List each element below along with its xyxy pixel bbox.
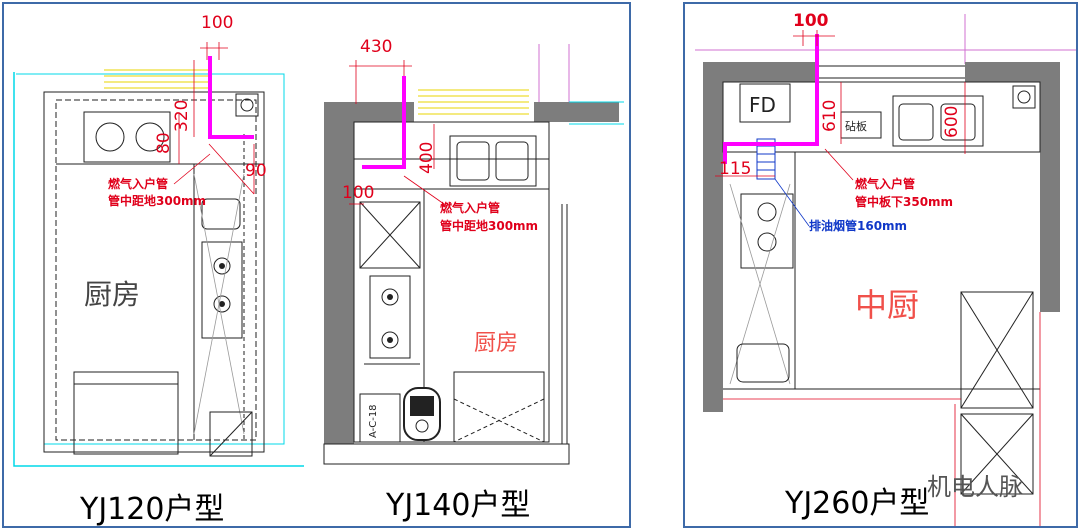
plan-b-appliance-label: A-C-18 bbox=[368, 404, 379, 438]
plan-a-note-line2: 管中距地300mm bbox=[108, 193, 206, 208]
plan-a-wall-outline bbox=[13, 72, 304, 467]
plan-c-gas-pipe bbox=[723, 34, 819, 164]
plan-a-sink-icon bbox=[83, 111, 171, 163]
plan-c-dim-115: 115 bbox=[719, 159, 751, 179]
plan-b-sink-icon bbox=[449, 135, 537, 187]
plan-a-dim-lines bbox=[178, 42, 255, 195]
plan-c-note-line1: 燃气入户管 bbox=[855, 176, 915, 191]
plan-b-room-label: 厨房 bbox=[474, 331, 518, 356]
plan-a-dim-100: 100 bbox=[201, 13, 233, 33]
plan-c-board-label: 砧板 bbox=[845, 119, 867, 133]
plan-b-wall-left bbox=[324, 102, 354, 464]
left-panel: 100 320 80 90 燃气入户管 管中距地300mm 厨房 bbox=[2, 2, 631, 528]
plan-b-note-line2: 管中距地300mm bbox=[440, 218, 538, 233]
plan-b-water-heater-icon bbox=[403, 387, 441, 441]
plan-b-dim-400: 400 bbox=[417, 142, 437, 174]
left-panel-drawing: 100 320 80 90 燃气入户管 管中距地300mm 厨房 bbox=[13, 13, 624, 467]
plan-b-drawing: A-C-18 4 bbox=[323, 37, 624, 465]
plan-c-wall-right bbox=[1040, 62, 1060, 312]
plan-c-dim-lines bbox=[715, 30, 966, 181]
plan-c-fd-label: FD bbox=[749, 93, 776, 117]
plan-b-wall-top bbox=[324, 102, 414, 122]
plan-c-fd-box bbox=[739, 83, 791, 123]
plan-c-wall-left bbox=[703, 62, 723, 412]
plan-b-gas-pipe bbox=[362, 76, 406, 169]
plan-c-caption: YJ260户型 bbox=[785, 486, 930, 521]
plan-c-basin-icon bbox=[736, 343, 790, 383]
right-panel-drawing: FD 砧板 bbox=[695, 11, 1076, 526]
plan-a-dim-80: 80 bbox=[154, 132, 174, 154]
plan-a-drawing: 100 320 80 90 燃气入户管 管中距地300mm 厨房 bbox=[13, 13, 304, 467]
plan-b-dim-lines bbox=[349, 60, 445, 205]
plan-c-fridge-icon bbox=[960, 291, 1034, 409]
plan-c-dim-600: 600 bbox=[942, 106, 962, 138]
plan-a-dim-320: 320 bbox=[172, 100, 192, 132]
plan-b-note-line1: 燃气入户管 bbox=[440, 200, 500, 215]
plan-a-stove-icon bbox=[201, 241, 243, 339]
plan-c-dim-610: 610 bbox=[820, 100, 840, 132]
plan-c-wall-top bbox=[703, 62, 815, 82]
plan-c-sink-icon bbox=[892, 95, 984, 147]
plan-a-dim-90: 90 bbox=[245, 161, 267, 181]
plan-a-window bbox=[104, 69, 209, 89]
watermark-text: 机电人脉 bbox=[927, 473, 1023, 501]
plan-c-dim-100: 100 bbox=[793, 11, 829, 31]
plan-b-dim-430: 430 bbox=[360, 37, 392, 57]
plan-b-dim-100: 100 bbox=[342, 183, 374, 203]
plan-a-room-outline bbox=[43, 91, 265, 453]
plan-b-stove-icon bbox=[369, 275, 411, 359]
plan-c-stove-icon bbox=[740, 193, 794, 269]
plan-c-vent-icon bbox=[1012, 85, 1036, 109]
plan-a-fridge-icon bbox=[209, 411, 253, 457]
plan-c-note-line2: 管中板下350mm bbox=[855, 194, 953, 209]
plan-c-room-label: 中厨 bbox=[855, 286, 919, 324]
plan-a-caption: YJ120户型 bbox=[80, 492, 225, 527]
plan-c-exhaust-duct bbox=[756, 138, 776, 180]
plan-b-window bbox=[418, 89, 529, 115]
plan-a-vent-icon bbox=[235, 93, 259, 117]
plan-c-drawing: FD 砧板 bbox=[695, 11, 1076, 526]
plan-a-table-icon bbox=[73, 371, 179, 455]
plan-a-gas-pipe bbox=[208, 56, 254, 139]
plan-a-room-label: 厨房 bbox=[84, 278, 140, 311]
plan-a-note-line1: 燃气入户管 bbox=[108, 176, 168, 191]
plan-b-hood-icon bbox=[359, 201, 421, 269]
plan-b-caption: YJ140户型 bbox=[386, 488, 531, 523]
right-panel: FD 砧板 bbox=[683, 2, 1078, 528]
plan-c-exhaust-label: 排油烟管160mm bbox=[809, 218, 907, 233]
